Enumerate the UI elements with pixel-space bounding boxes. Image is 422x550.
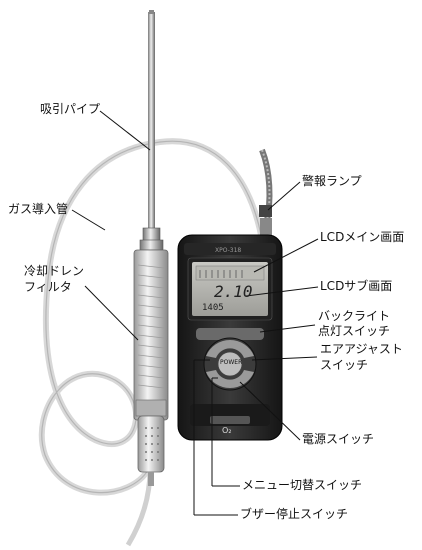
buzzer-switch-label: ブザー停止スイッチ [240,507,349,521]
backlight-label-line2: 点灯スイッチ [318,324,391,338]
alarm-lamp-neck [259,148,273,236]
drain-filter-label-line1: 冷却ドレン [24,264,85,278]
air-adjust-label-line2: スイッチ [320,358,369,372]
drain-filter [133,249,169,486]
alarm-lamp-label: 警報ランプ [302,174,362,188]
drain-filter-label-line2: フィルタ [24,280,72,294]
lcd-sub-value: 1405 [202,303,224,313]
suction-pipe-label: 吸引パイプ [40,102,101,116]
sensor-mark: O₂ [222,426,232,435]
power-key-text: POWER [220,359,243,366]
detector-body: XPO-318 [177,234,283,441]
air-adjust-label-line1: エアアジャスト [320,342,403,356]
lcd-main-value: 2.10 [214,282,253,301]
lcd-main-label: LCDメイン画面 [320,230,405,244]
suction-pipe [139,10,164,251]
svg-text:XPO-318: XPO-318 [215,247,241,254]
leader-lines [71,110,319,516]
menu-switch-label: メニュー切替スイッチ [242,478,363,492]
lcd-sub-label: LCDサブ画面 [320,279,393,293]
power-switch-label: 電源スイッチ [302,432,375,446]
gas-tube-label: ガス導入管 [8,202,69,216]
backlight-label-line1: バックライト [318,309,391,323]
